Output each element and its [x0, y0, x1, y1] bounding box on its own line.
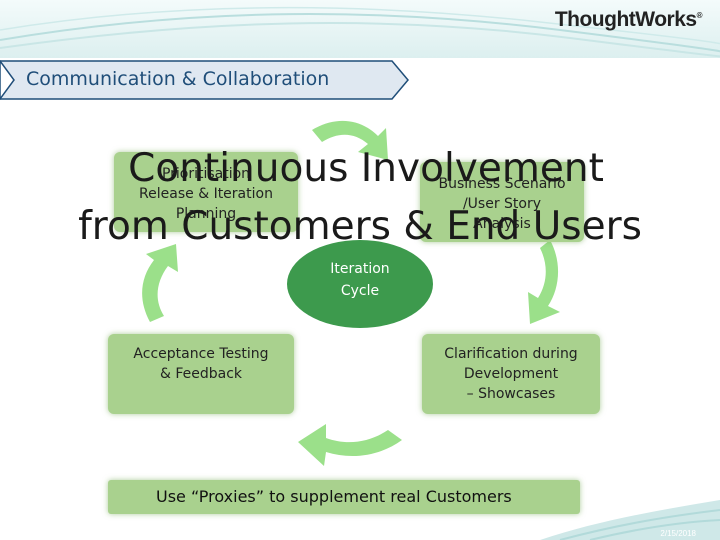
acceptance-testing-box: Acceptance Testing & Feedback	[108, 334, 294, 414]
clarification-line-2: Development	[463, 366, 559, 382]
user-story-line-2: /User Story	[462, 196, 542, 212]
header-stripes	[0, 7, 720, 58]
bottom-cycle-arrow	[298, 424, 402, 466]
corner-decoration	[540, 500, 720, 540]
clarification-box: Clarification during Development – Showc…	[422, 334, 600, 414]
prioritisation-box: Prioritisation Release & Iteration Plann…	[114, 152, 298, 232]
iteration-cycle-center: Iteration Cycle	[287, 240, 433, 328]
right-cycle-arrow	[528, 240, 560, 324]
registered-mark: ®	[696, 11, 703, 20]
iteration-cycle-line-2: Cycle	[340, 283, 380, 299]
iteration-cycle-line-1: Iteration	[330, 261, 390, 277]
prioritisation-line-2: Release & Iteration	[139, 186, 273, 202]
prioritisation-line-1: Prioritisation	[161, 166, 251, 182]
clarification-line-3: – Showcases	[466, 386, 556, 402]
overlay-title-line-2: from Customers & End Users	[78, 204, 642, 249]
acceptance-testing-line-2: & Feedback	[159, 366, 243, 382]
prioritisation-line-3: Planning	[175, 206, 237, 222]
left-cycle-arrow	[142, 244, 178, 322]
acceptance-testing-line-1: Acceptance Testing	[133, 346, 269, 362]
user-story-box: Business Scenario /User Story Analysis	[420, 162, 584, 242]
user-story-line-3: Analysis	[473, 216, 531, 232]
user-story-line-1: Business Scenario	[438, 176, 566, 192]
overlay-title-line-1: Continuous Involvement	[128, 146, 604, 191]
top-cycle-arrow	[312, 120, 388, 160]
clarification-line-1: Clarification during	[444, 346, 578, 362]
section-banner	[0, 60, 410, 100]
proxies-note-bar: Use “Proxies” to supplement real Custome…	[108, 480, 580, 514]
section-title: Communication & Collaboration	[26, 68, 330, 90]
footer-date: 2/15/2018	[660, 529, 696, 538]
thoughtworks-logo: ThoughtWorks®	[554, 8, 703, 32]
logo-text: ThoughtWorks	[554, 8, 697, 31]
